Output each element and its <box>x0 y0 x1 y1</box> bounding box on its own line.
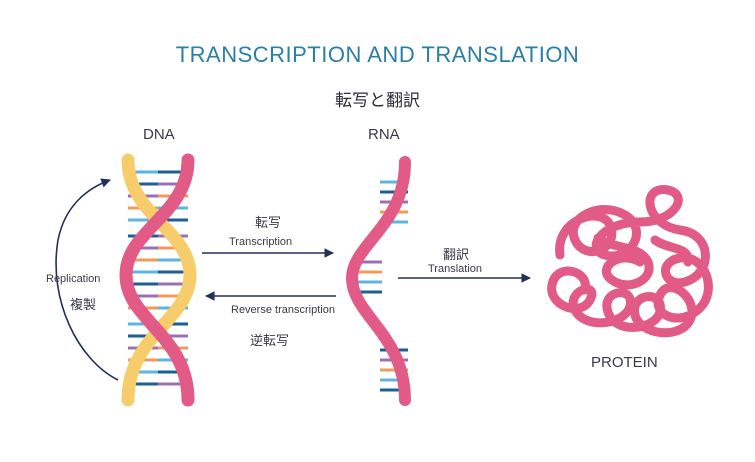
translation-label-jp: 翻訳 <box>443 248 470 263</box>
reverse-transcription-label-en: Reverse transcription <box>231 304 335 316</box>
page-title: TRANSCRIPTION AND TRANSLATION <box>175 42 580 67</box>
rna-strand <box>345 156 411 406</box>
dna-strand-pink <box>119 153 195 407</box>
page-subtitle: 転写と翻訳 <box>335 91 420 111</box>
rna-backbone <box>345 156 411 406</box>
reverse-transcription-label-jp: 逆転写 <box>250 334 290 349</box>
translation-label-en: Translation <box>428 263 483 275</box>
replication-arrow <box>55 178 119 381</box>
replication-label-jp: 複製 <box>70 298 97 313</box>
dna-label: DNA <box>143 126 175 143</box>
protein-structure <box>547 185 713 338</box>
replication-label-en: Replication <box>46 273 101 285</box>
transcription-label-en: Transcription <box>229 236 293 248</box>
rna-label: RNA <box>368 126 400 143</box>
transcription-label-jp: 転写 <box>255 216 282 231</box>
dna-strand-yellow <box>121 153 197 407</box>
dna-helix <box>119 153 197 407</box>
protein-label: PROTEIN <box>591 354 658 371</box>
